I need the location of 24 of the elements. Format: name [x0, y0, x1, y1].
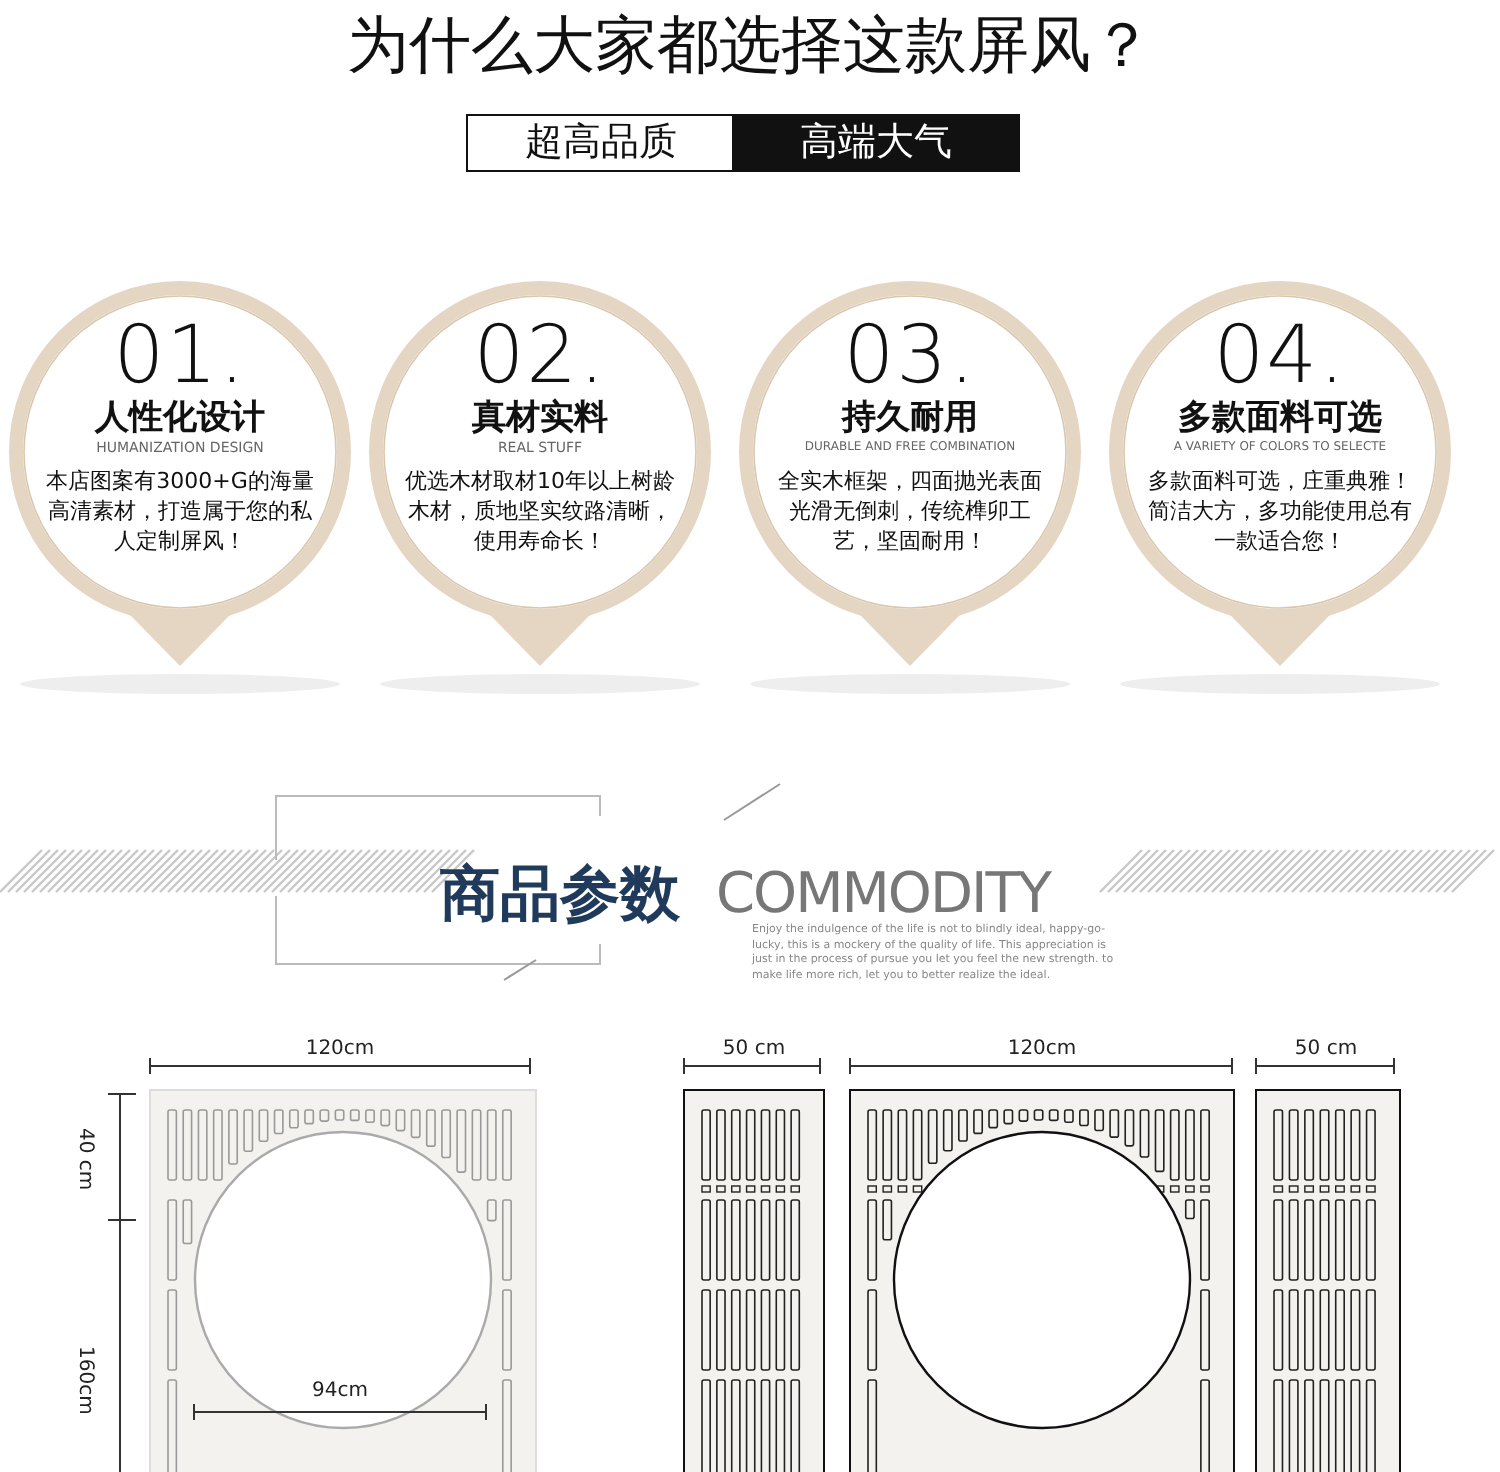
feature-description: 优选木材取材10年以上树龄木材，质地坚实纹路清晰，使用寿命长！	[403, 466, 677, 556]
section-heading: 商品参数	[440, 858, 680, 934]
dimension-label: 94cm	[310, 1380, 370, 1402]
dimension-label: 40 cm	[72, 1126, 96, 1196]
tag-label: 超高品质	[466, 114, 736, 172]
dimension-label: 160cm	[72, 1343, 96, 1419]
page-title: 为什么大家都选择这款屏风？	[345, 8, 1155, 86]
feature-number: 01.	[113, 314, 247, 398]
section-heading-english: COMMODITY	[716, 860, 1050, 926]
dimension-label: 120cm	[303, 1038, 377, 1060]
tag-label: 高端大气	[732, 114, 1020, 172]
feature-number: 03.	[843, 314, 979, 398]
dimension-label: 50 cm	[1292, 1038, 1360, 1060]
feature-description: 全实木框架，四面抛光表面光滑无倒刺，传统榫卯工艺，坚固耐用！	[776, 466, 1044, 556]
feature-heading: 多款面料可选	[1176, 398, 1384, 438]
feature-number: 02.	[473, 314, 607, 398]
feature-number: 04.	[1213, 314, 1347, 398]
feature-description: 本店图案有3000+G的海量高清素材，打造属于您的私人定制屏风！	[44, 466, 316, 556]
feature-description: 多款面料可选，庄重典雅！简洁大方，多功能使用总有一款适合您！	[1146, 466, 1414, 556]
feature-heading: 持久耐用	[839, 398, 980, 438]
dimension-label: 50 cm	[720, 1038, 788, 1060]
feature-heading: 人性化设计	[92, 398, 267, 438]
dimension-label: 120cm	[1005, 1038, 1079, 1060]
feature-heading: 真材实料	[470, 398, 610, 438]
